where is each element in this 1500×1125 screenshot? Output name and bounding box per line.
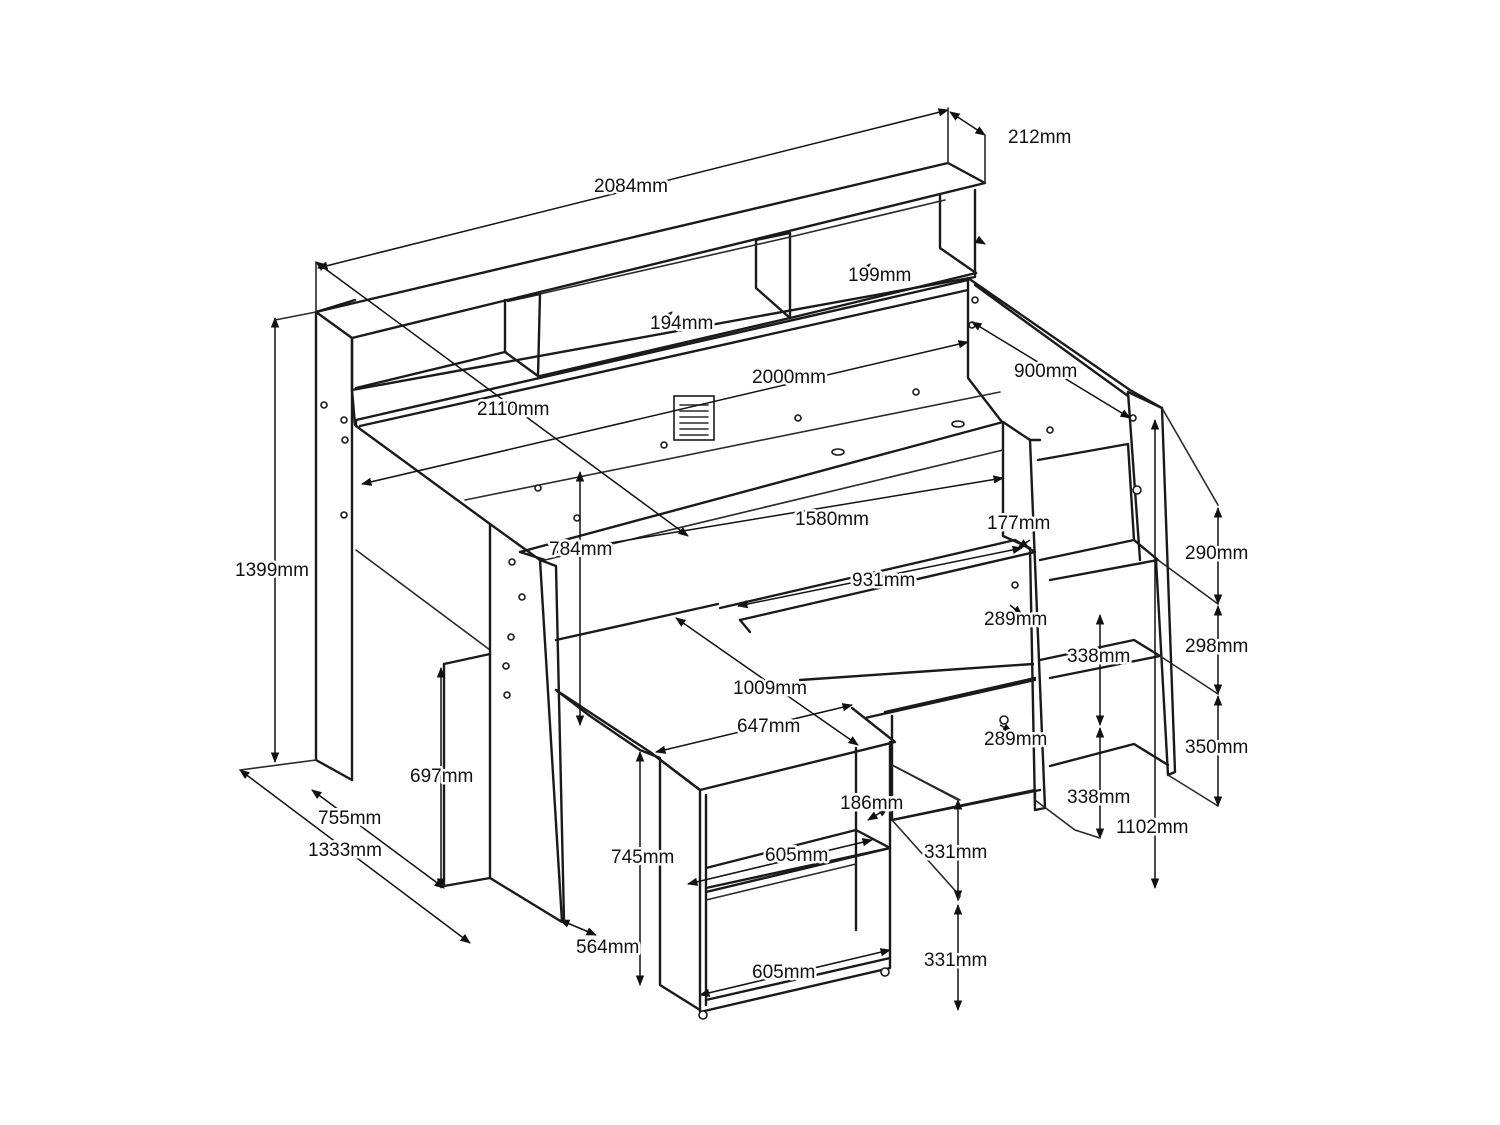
label-745: 745mm xyxy=(611,847,674,868)
label-186: 186mm xyxy=(840,793,903,814)
label-784: 784mm xyxy=(549,539,612,560)
label-1009: 1009mm xyxy=(733,678,807,699)
label-647: 647mm xyxy=(737,716,800,737)
label-1580: 1580mm xyxy=(795,509,869,530)
label-177: 177mm xyxy=(987,513,1050,534)
label-2084: 2084mm xyxy=(594,176,668,197)
label-199: 199mm xyxy=(848,265,911,286)
label-290: 290mm xyxy=(1185,543,1248,564)
label-338-upper: 338mm xyxy=(1067,646,1130,667)
label-697: 697mm xyxy=(410,766,473,787)
label-350: 350mm xyxy=(1185,737,1248,758)
label-900: 900mm xyxy=(1014,361,1077,382)
label-1399: 1399mm xyxy=(235,560,309,581)
label-289-lower: 289mm xyxy=(984,729,1047,750)
label-564: 564mm xyxy=(576,937,639,958)
label-338-lower: 338mm xyxy=(1067,787,1130,808)
bed-frame-drawing xyxy=(314,161,1177,1020)
label-1333: 1333mm xyxy=(308,840,382,861)
label-289-upper: 289mm xyxy=(984,609,1047,630)
label-194: 194mm xyxy=(650,313,713,334)
label-212: 212mm xyxy=(1008,127,1071,148)
label-1102: 1102mm xyxy=(1116,817,1189,838)
label-331-lower: 331mm xyxy=(924,950,987,971)
label-605-lower: 605mm xyxy=(752,962,815,983)
label-755: 755mm xyxy=(318,808,381,829)
dimension-labels: 2084mm 212mm 199mm 194mm 2110mm 2000mm 9… xyxy=(233,125,1251,986)
label-298: 298mm xyxy=(1185,636,1248,657)
label-931: 931mm xyxy=(852,570,915,591)
label-2000: 2000mm xyxy=(752,367,826,388)
label-2110: 2110mm xyxy=(477,399,550,420)
dimension-lines xyxy=(239,107,1223,1012)
label-605-upper: 605mm xyxy=(765,845,828,866)
label-331-upper: 331mm xyxy=(924,842,987,863)
